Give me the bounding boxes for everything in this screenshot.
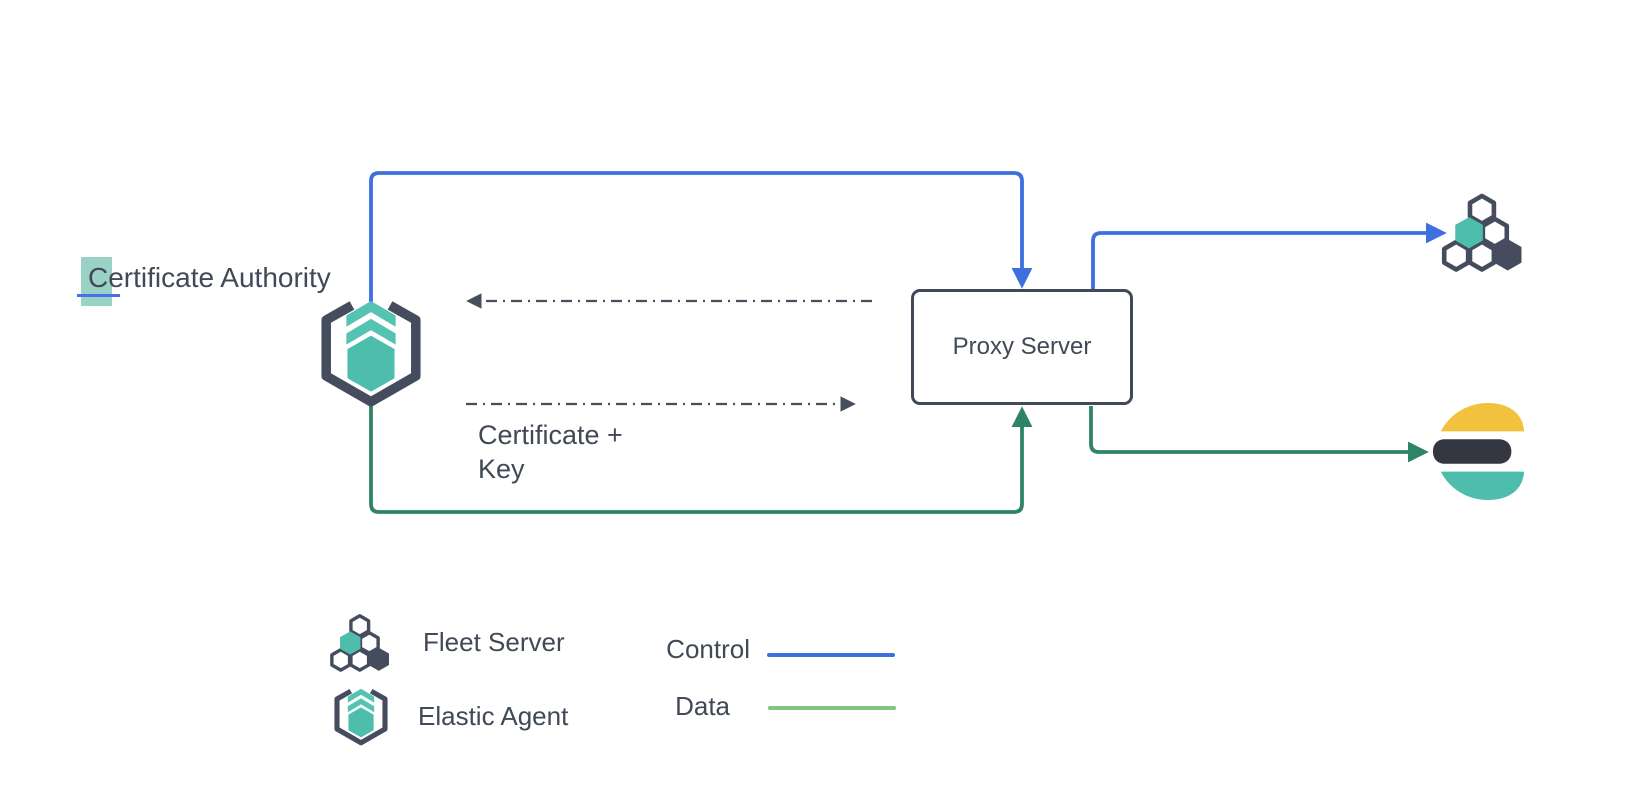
data-arrow-agent-to-proxy [369,401,1033,514]
ca-text-cursor [77,294,120,297]
control-arrow-proxy-to-fleet [1091,222,1447,289]
proxy-server-node: Proxy Server [911,289,1133,405]
certificate-authority-label: Certificate Authority [77,257,331,306]
control-arrow-agent-to-proxy [369,171,1033,302]
certificate-key-line2: Key [478,454,525,484]
elastic-agent-icon [326,301,416,402]
data-arrow-proxy-to-elasticsearch [1089,406,1429,463]
fleet-server-icon [1444,196,1521,271]
legend-control-label: Control [666,634,750,664]
certificate-key-line1: Certificate + [478,420,623,450]
fleet-server-legend-icon [330,614,391,673]
ca-highlighted-char: C [81,257,113,306]
legend-fleet-server-label: Fleet Server [423,627,565,657]
elastic-agent-legend-icon [337,689,385,743]
legend-elastic-agent-label: Elastic Agent [418,701,569,731]
proxy-server-label: Proxy Server [952,333,1092,360]
elasticsearch-icon [1432,402,1525,500]
ca-label-rest: ertificate Authority [108,262,331,293]
legend-data-label: Data [675,691,730,721]
legend-control-line [767,653,895,657]
legend-data-line [768,706,896,710]
certificate-key-label: Certificate + Key [478,418,623,486]
